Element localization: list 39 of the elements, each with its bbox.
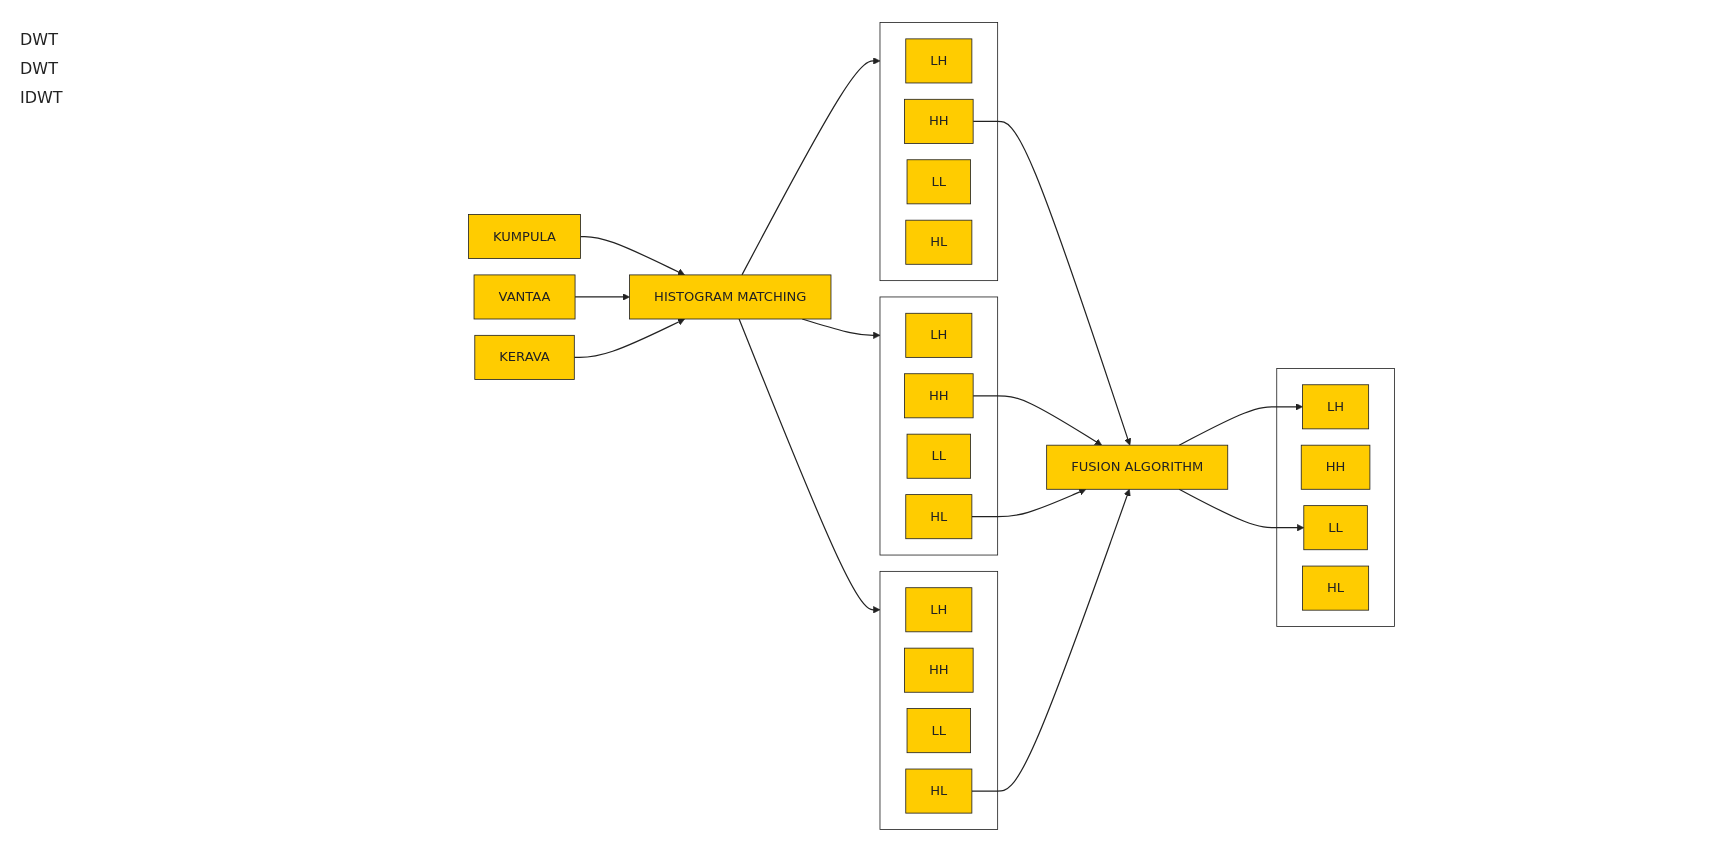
cluster — [879, 22, 999, 282]
node-box: LL — [906, 708, 972, 754]
node-box: KERAVA — [474, 334, 575, 380]
cluster — [879, 570, 999, 830]
arrow — [1178, 488, 1305, 532]
node-box: LL — [906, 433, 972, 479]
node-box: HH — [1300, 444, 1371, 490]
node-box: LL — [1303, 505, 1368, 551]
node-box: LH — [905, 38, 973, 84]
arrow — [574, 293, 630, 301]
node-box: HH — [904, 647, 974, 693]
arrow — [573, 318, 685, 358]
node-box: LH — [905, 587, 973, 633]
arrow — [738, 318, 881, 614]
node-box: KUMPULA — [468, 214, 581, 259]
transform-label: DWT — [20, 59, 59, 78]
transform-label: DWT — [20, 30, 59, 49]
node-box: VANTAA — [473, 274, 576, 320]
transform-label: IDWT — [20, 88, 64, 107]
node-box: HL — [905, 494, 973, 540]
arrow — [1178, 403, 1303, 446]
cluster — [879, 296, 999, 556]
node-box: HH — [904, 373, 974, 419]
node-box: HL — [1302, 565, 1370, 611]
node-box: HL — [905, 219, 973, 265]
arrow — [971, 488, 1131, 792]
arrow — [580, 235, 685, 276]
node-box: FUSION ALGORITHM — [1046, 444, 1229, 490]
arrow — [971, 488, 1087, 518]
arrow — [741, 57, 881, 276]
cluster — [1276, 368, 1395, 627]
node-box: HL — [905, 768, 973, 814]
arrow — [972, 120, 1132, 446]
node-box: HISTOGRAM MATCHING — [629, 274, 832, 320]
node-box: LH — [905, 312, 973, 358]
arrow — [972, 395, 1103, 446]
node-box: LL — [906, 159, 972, 205]
node-box: HH — [904, 98, 974, 144]
node-box: LH — [1302, 384, 1370, 430]
